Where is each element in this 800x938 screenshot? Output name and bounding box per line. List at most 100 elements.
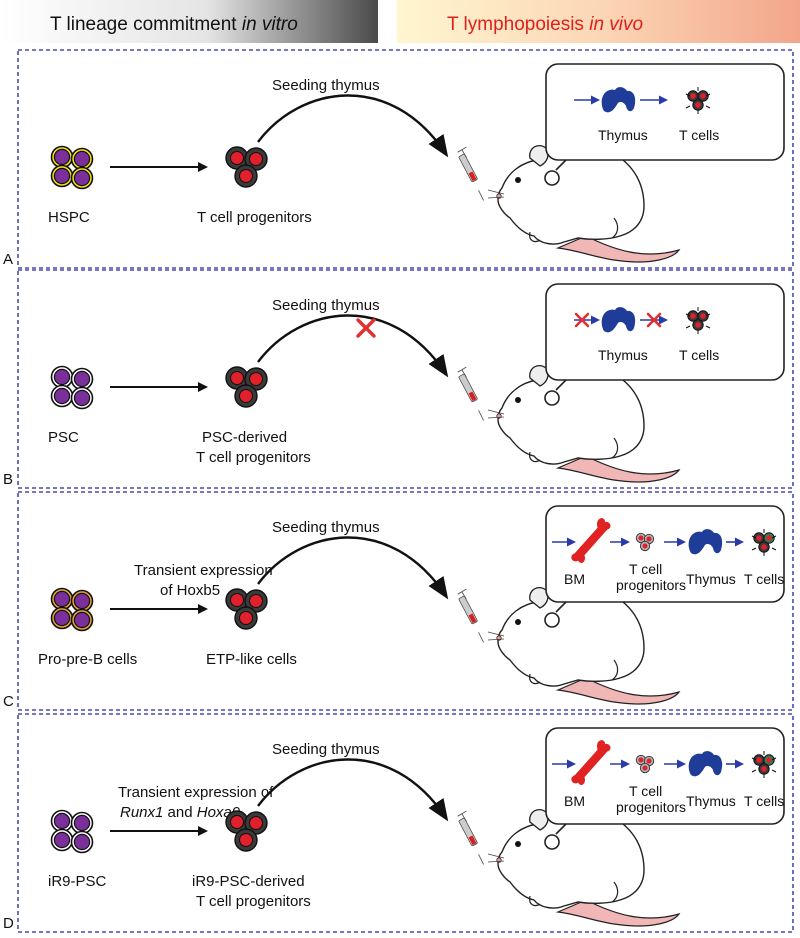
seeding-label: Seeding thymus <box>272 77 380 94</box>
source-cell <box>70 811 94 835</box>
inset-thymus-label: Thymus <box>686 571 736 587</box>
inset-box: Thymus T cells <box>545 283 785 381</box>
panel-letter: C <box>3 693 14 710</box>
inset-pointer <box>555 601 567 613</box>
t-cell <box>758 763 770 775</box>
inset-pointer <box>555 379 567 391</box>
progenitor-cell-cluster <box>225 588 268 630</box>
inset-bm-label: BM <box>564 571 585 587</box>
inset-target-circle <box>544 170 560 186</box>
source-cell <box>70 608 94 632</box>
inset-tcells-label: T cells <box>679 347 719 363</box>
source-cell-cluster <box>50 145 94 190</box>
inset-thymus-label: Thymus <box>686 793 736 809</box>
mouse-icon <box>487 144 680 263</box>
inset-blocked-x-icon <box>646 312 662 328</box>
panel-letter: D <box>3 915 14 932</box>
seeding-arrow <box>257 314 449 378</box>
source-label: HSPC <box>48 209 90 226</box>
seeding-arrow <box>257 536 449 600</box>
source-cell <box>70 166 94 190</box>
inset-tcells-label: T cells <box>679 127 719 143</box>
syringe-icon <box>457 810 485 865</box>
syringe-icon <box>457 588 485 643</box>
inset-target-circle <box>544 612 560 628</box>
inset-bm-label: BM <box>564 793 585 809</box>
blocked-x-icon <box>356 318 376 338</box>
inset-progenitors-line1: T cell <box>629 561 662 577</box>
progenitor-cell-cluster <box>225 810 268 852</box>
t-cells-icon <box>685 307 711 334</box>
source-cell <box>70 147 94 171</box>
target-label-line1: ETP-like cells <box>206 651 297 668</box>
t-cell <box>758 541 770 553</box>
inset-progenitors-line2: progenitors <box>616 799 686 815</box>
arrow-label-line1: Transient expression of <box>118 784 274 801</box>
t-cell-receptors <box>685 87 711 114</box>
inset-border <box>545 63 785 161</box>
inset-pointer <box>555 159 567 171</box>
source-cell <box>50 365 74 389</box>
inset-thymus-label: Thymus <box>598 127 648 143</box>
inset-progenitors-line1: T cell <box>629 783 662 799</box>
inset-tcells-label: T cells <box>744 571 784 587</box>
progenitor-cell <box>234 164 258 188</box>
source-cell-cluster <box>50 587 94 632</box>
t-cell-receptors <box>751 751 777 778</box>
header-left-band <box>0 0 378 43</box>
seeding-label: Seeding thymus <box>272 741 380 758</box>
source-label: Pro-pre-B cells <box>38 651 137 668</box>
progenitor-cell <box>234 828 258 852</box>
t-cells-icon <box>685 87 711 114</box>
source-cell <box>50 145 74 169</box>
seeding-label: Seeding thymus <box>272 519 380 536</box>
source-cell <box>50 164 74 188</box>
source-cell-cluster <box>50 809 94 854</box>
t-cell <box>692 319 704 331</box>
t-cell-receptors <box>685 307 711 334</box>
panel-letter: A <box>3 251 13 268</box>
mouse-icon <box>487 364 680 483</box>
progenitor-small-cell <box>639 540 651 552</box>
progenitor-cell-cluster <box>225 366 268 408</box>
source-cell <box>50 828 74 852</box>
source-label: iR9-PSC <box>48 873 107 890</box>
progenitor-cell <box>234 606 258 630</box>
panel-border <box>17 713 794 933</box>
progenitor-cell <box>234 384 258 408</box>
inset-target-circle <box>544 390 560 406</box>
t-cells-icon <box>751 529 777 556</box>
arrow-label-and: and <box>163 804 196 821</box>
t-cell <box>692 99 704 111</box>
source-label: PSC <box>48 429 79 446</box>
header-right-title: T lymphopoiesis in vivo <box>447 14 643 35</box>
syringe-icon <box>457 366 485 421</box>
panel-a: A HSPC T cell progenitors Seeding thymusThy… <box>3 49 794 269</box>
source-cell <box>50 809 74 833</box>
arrow-label-line2: Runx1 and Hoxa9 <box>120 804 241 821</box>
inset-border <box>545 283 785 381</box>
target-label-line1: PSC-derived <box>202 429 287 446</box>
arrow-label-line2: of Hoxb5 <box>160 582 220 599</box>
arrow-label-line1: Transient expression <box>134 562 273 579</box>
source-cell <box>70 367 94 391</box>
panel-letter: B <box>3 471 13 488</box>
source-cell <box>50 384 74 408</box>
source-cell <box>50 587 74 611</box>
inset-thymus-label: Thymus <box>598 347 648 363</box>
target-label-line1: T cell progenitors <box>197 209 312 226</box>
t-cell-receptors <box>751 529 777 556</box>
source-cell <box>70 386 94 410</box>
source-cell <box>70 589 94 613</box>
source-cell <box>70 830 94 854</box>
seeding-arrow <box>257 758 449 822</box>
source-cell-cluster <box>50 365 94 410</box>
panel-border <box>17 269 794 489</box>
seeding-arrow <box>257 94 449 158</box>
inset-target-circle <box>544 834 560 850</box>
gene-runx1: Runx1 <box>120 804 163 821</box>
inset-tcells-label: T cells <box>744 793 784 809</box>
